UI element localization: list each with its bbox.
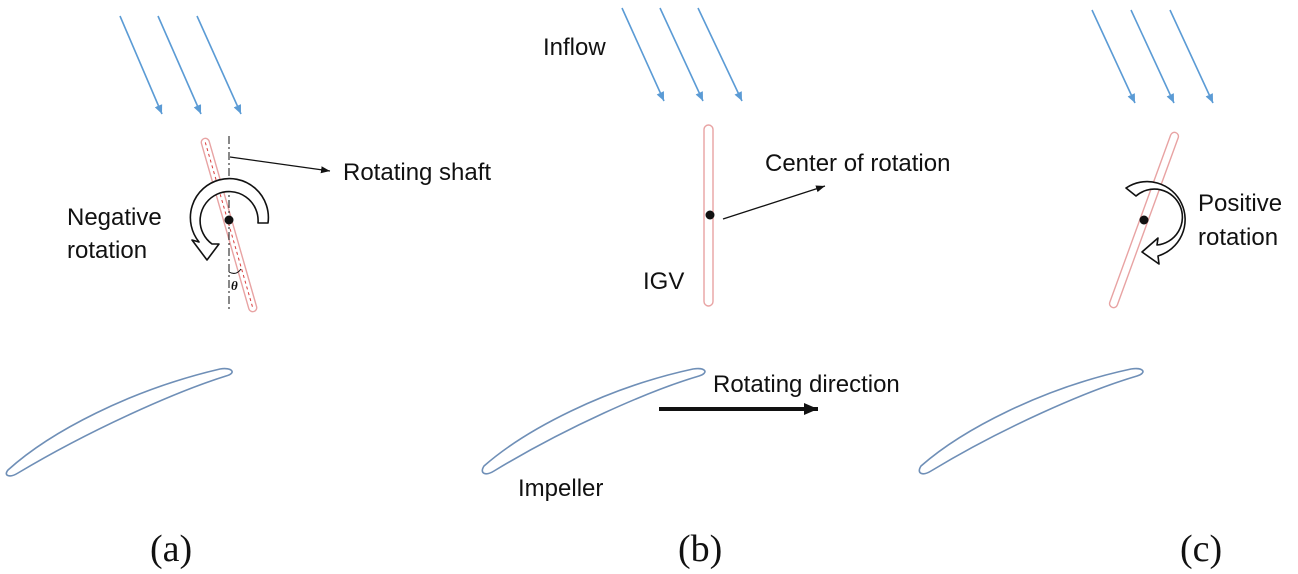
inflow-arrow [157, 15, 202, 115]
rotating-shaft-callout [229, 156, 331, 174]
inflow-arrow [697, 7, 743, 102]
inflow-arrow [659, 7, 704, 102]
inflow-arrow [119, 15, 163, 115]
center-of-rotation-dot [705, 210, 715, 220]
rotating-direction-label: Rotating direction [713, 371, 900, 398]
negative-rotation-label-line2: rotation [67, 237, 147, 264]
center-of-rotation-callout [722, 185, 826, 220]
inflow-arrows-c [1091, 9, 1214, 104]
inflow-label: Inflow [543, 34, 606, 61]
inflow-arrow [621, 7, 665, 102]
inflow-arrow [1091, 9, 1136, 104]
theta-angle-arc [228, 268, 242, 274]
theta-label: θ [231, 278, 238, 293]
impeller-label: Impeller [518, 475, 603, 502]
impeller-blade-c [918, 367, 1144, 475]
caption-a: (a) [150, 528, 192, 570]
igv-dashed-centerline [204, 142, 254, 308]
caption-b: (b) [678, 528, 722, 570]
inflow-arrows-b [621, 7, 743, 102]
impeller-blade-a [5, 367, 233, 477]
center-of-rotation-dot [1139, 215, 1149, 225]
panel-a: Rotating shaft θ Negative rotation (a) [5, 15, 491, 570]
clockwise-rotation-arrow [1125, 180, 1186, 265]
positive-rotation-label-line1: Positive [1198, 190, 1282, 217]
rotating-shaft-label: Rotating shaft [343, 159, 491, 186]
center-of-rotation-label: Center of rotation [765, 150, 950, 177]
igv-label: IGV [643, 268, 684, 295]
center-of-rotation-dot [224, 215, 234, 225]
caption-c: (c) [1180, 528, 1222, 570]
counterclockwise-rotation-arrow [189, 177, 270, 261]
inflow-arrow [1169, 9, 1214, 104]
impeller-blade-b [481, 367, 706, 475]
positive-rotation-label-line2: rotation [1198, 224, 1278, 251]
inflow-arrow [1130, 9, 1175, 104]
panel-b: Inflow IGV Center of rotation Impeller R… [481, 7, 950, 570]
panel-c: Positive rotation (c) [918, 9, 1282, 570]
negative-rotation-label-line1: Negative [67, 204, 162, 231]
inflow-arrow [196, 15, 242, 115]
inflow-arrows-a [119, 15, 242, 115]
